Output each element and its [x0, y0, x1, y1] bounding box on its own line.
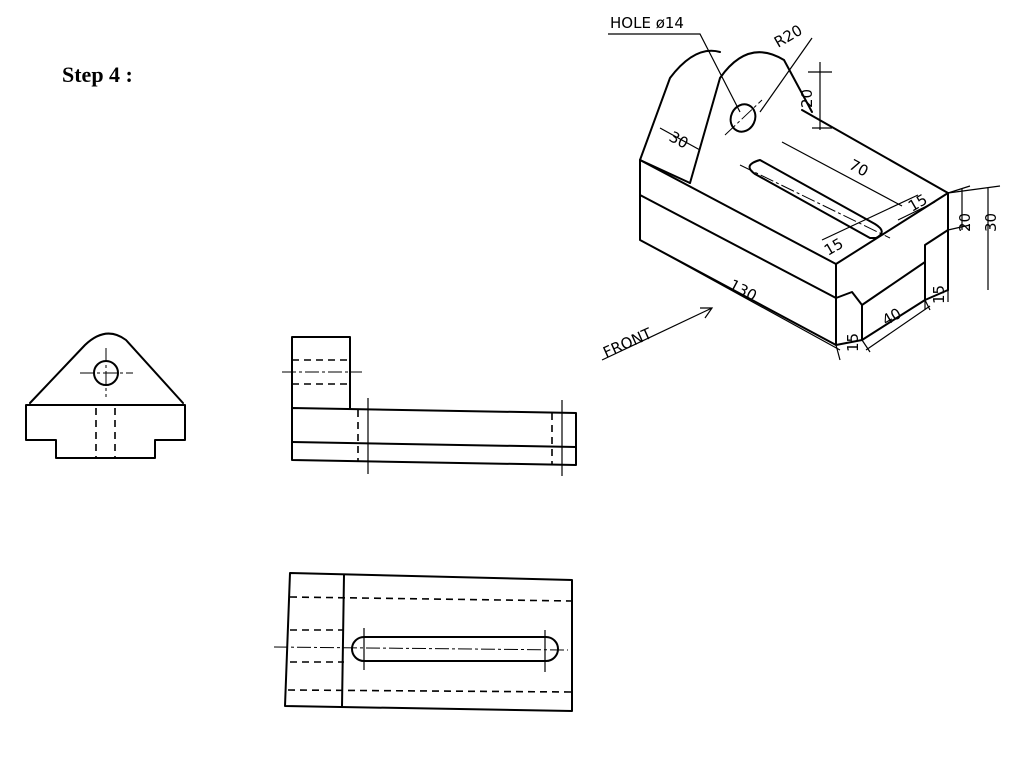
iso-notch [835, 261, 926, 306]
iso-radius-label: R20 [771, 21, 806, 51]
iso-bottom-mid [861, 299, 926, 341]
side-view [282, 336, 577, 476]
iso-base-front [639, 159, 837, 299]
front-view [25, 332, 186, 459]
iso-dim-15-step-l: 15 [844, 333, 862, 352]
front-view-outline [25, 404, 186, 459]
iso-dim-15-slot-end: 15 [905, 190, 931, 215]
iso-dim-20-boss: 20 [798, 89, 816, 108]
iso-front-label: FRONT [600, 324, 655, 362]
isometric-view: HOLE ø14 R20 20 30 70 15 15 130 20 30 15… [600, 14, 1001, 362]
iso-slot-center [739, 164, 891, 239]
top-view-hidden-1 [289, 596, 573, 602]
top-view [273, 572, 573, 712]
iso-boss-back [639, 49, 721, 161]
iso-slot [748, 159, 883, 239]
step-title: Step 4 : [62, 62, 133, 87]
iso-dim-15-step-r: 15 [930, 285, 948, 304]
iso-hole-label: HOLE ø14 [610, 14, 684, 32]
iso-base-side [924, 192, 949, 263]
top-view-centerline [273, 646, 569, 651]
iso-base-lower-front [639, 194, 837, 346]
iso-bottom-right [924, 289, 949, 301]
top-view-hidden-4 [287, 689, 573, 693]
iso-dim-30-side: 30 [982, 213, 1000, 232]
front-view-boss-arc [29, 332, 184, 404]
iso-dimension-lines [601, 33, 1001, 361]
iso-boss-base-edge [639, 159, 691, 184]
iso-hole [729, 103, 757, 133]
iso-dim-30-top: 30 [666, 128, 691, 153]
iso-dim-70: 70 [846, 156, 871, 181]
iso-base-top [639, 109, 949, 265]
side-view-step-line [291, 441, 577, 448]
iso-hole-center [724, 99, 763, 136]
iso-dim-20-side: 20 [956, 213, 974, 232]
top-view-outline [284, 572, 573, 712]
side-view-base [291, 407, 577, 466]
iso-bottom-left [835, 339, 863, 346]
top-view-boss-edge [341, 574, 345, 708]
top-view-slot [351, 636, 559, 662]
